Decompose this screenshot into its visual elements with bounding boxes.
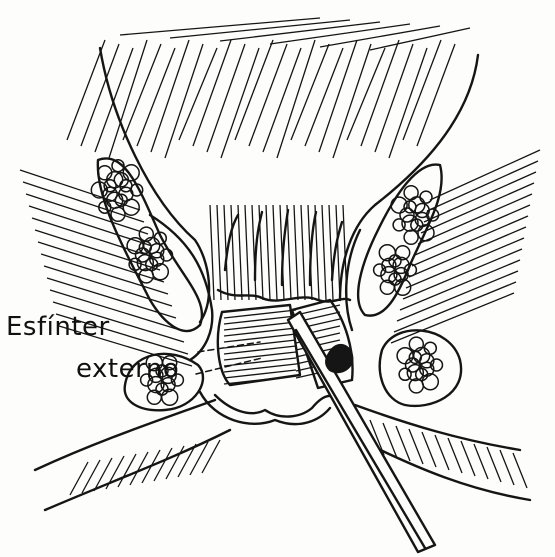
fat-lobule — [422, 374, 438, 390]
hatch-mucosa — [231, 205, 235, 300]
fat-lobule — [399, 368, 411, 380]
hatch-top-fibers — [370, 28, 470, 50]
hatch-rectal-muscle — [81, 44, 119, 146]
fat-lobule — [411, 219, 423, 231]
hatch-skin-right — [448, 438, 462, 473]
fat-lobule — [404, 201, 416, 213]
hatch-skin-left — [166, 446, 184, 479]
fat-lobule — [404, 230, 418, 244]
hatch-skin-left — [118, 454, 136, 487]
fat-lobule — [111, 207, 125, 221]
hatch-rectal-muscle — [207, 44, 245, 152]
hatch-mucosa — [245, 205, 249, 300]
hatch-mucosa — [273, 205, 277, 300]
hatch-skin-left — [202, 440, 220, 473]
hatch-skin-left — [70, 462, 88, 495]
hatch-levator-right — [391, 293, 514, 343]
fat-lobule — [152, 264, 168, 280]
hatch-mucosa — [210, 205, 214, 300]
hatch-levator-right — [397, 271, 518, 321]
hatch-mucosa — [217, 205, 221, 300]
surgical-probe — [288, 312, 435, 552]
fat-lobule — [409, 197, 425, 213]
hatch-mucosa — [329, 205, 333, 300]
hatch-rectal-muscle — [67, 40, 105, 140]
hatch-levator-right — [430, 150, 540, 200]
fat-lobule — [420, 191, 432, 203]
hatch-levator-right — [415, 205, 530, 255]
outline-layer — [35, 48, 530, 552]
hatch-levator-right — [400, 260, 520, 310]
hatch-skin-right — [474, 444, 488, 479]
hatch-rectal-muscle — [221, 48, 259, 158]
hatch-skin-right — [513, 453, 527, 488]
hatch-levator-right — [406, 238, 524, 288]
inner-wall-left — [150, 215, 212, 360]
hatching-layer — [20, 18, 540, 495]
hatch-mucosa — [266, 205, 270, 300]
label-esfinter: Esfínter — [6, 314, 110, 340]
hatch-skin-right — [396, 426, 410, 461]
hatch-mucosa — [322, 205, 326, 300]
hatch-skin-right — [461, 441, 475, 476]
hatch-levator-right — [394, 282, 516, 332]
hatch-mucosa — [294, 205, 298, 300]
hatch-levator-right — [427, 161, 538, 211]
hatch-levator-left — [29, 206, 152, 246]
hatch-levator-right — [403, 249, 522, 299]
hatch-skin-right — [409, 429, 423, 464]
hatch-levator-right — [418, 194, 532, 244]
hatch-skin-right — [422, 432, 436, 467]
hatch-rectal-muscle — [389, 48, 427, 158]
hatch-levator-right — [409, 227, 526, 277]
hatch-skin-right — [500, 450, 514, 485]
label-externo: externo — [76, 356, 179, 382]
hatch-skin-right — [487, 447, 501, 482]
hatch-levator-right — [421, 183, 534, 233]
hatch-rectal-muscle — [375, 44, 413, 152]
hatch-mucosa — [238, 205, 242, 300]
hatch-top-fibers — [320, 26, 440, 47]
hatch-rectal-muscle — [333, 44, 371, 158]
hatch-mucosa — [301, 205, 305, 300]
hatch-skin-right — [435, 435, 449, 470]
hatch-rectal-muscle — [165, 44, 203, 158]
